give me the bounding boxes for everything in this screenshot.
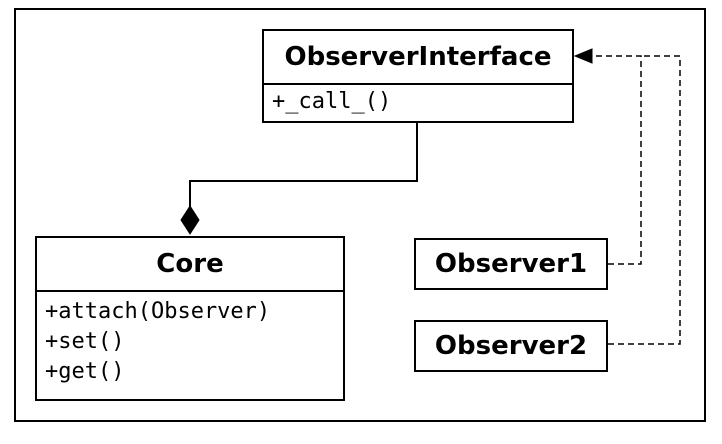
core-methods: +attach(Observer) +set() +get() <box>37 290 343 399</box>
observer1-class[interactable]: Observer1 <box>414 238 608 290</box>
core-name: Core <box>156 249 224 279</box>
observer-interface-methods: +_call_() <box>264 83 572 121</box>
observer-interface-name: ObserverInterface <box>284 42 552 72</box>
method-set: +set() <box>45 329 125 354</box>
core-class[interactable]: Core +attach(Observer) +set() +get() <box>35 236 345 401</box>
observer-interface-class[interactable]: ObserverInterface +_call_() <box>262 29 574 123</box>
observer1-name: Observer1 <box>434 249 588 279</box>
method-attach: +attach(Observer) <box>45 299 271 324</box>
observer2-name: Observer2 <box>434 331 588 361</box>
method-get: +get() <box>45 359 125 384</box>
observer2-class[interactable]: Observer2 <box>414 320 608 372</box>
method-call: +_call_() <box>272 89 392 114</box>
